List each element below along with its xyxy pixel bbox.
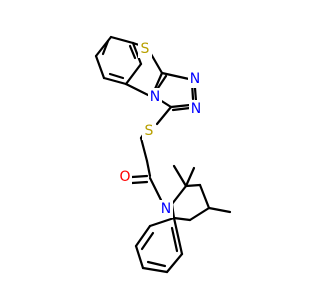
bond-line [193, 86, 198, 103]
bond-line [170, 226, 179, 253]
bond-line [172, 216, 192, 222]
atom-label-triazole-nitrogen-b: N [191, 101, 201, 117]
bond-lines [94, 35, 232, 274]
atom-label-triazole-nitrogen-a: N [190, 71, 200, 87]
atom-labels: S N N N S O N [118, 40, 203, 218]
bond-line [171, 106, 192, 112]
bond-line [184, 166, 196, 188]
bond-line [134, 244, 145, 270]
bond-line [156, 74, 168, 90]
atom-label-thiazole-sulfur: S [141, 41, 150, 57]
bond-line [139, 136, 149, 163]
atom-label-bridgehead-nitrogen: N [150, 89, 160, 105]
bond-line [148, 176, 163, 202]
bond-line [108, 72, 125, 80]
bond-line [94, 54, 106, 80]
bond-line [172, 164, 188, 188]
bond-line [148, 216, 176, 228]
bond-line [172, 216, 184, 256]
bond-line [130, 174, 149, 179]
bond-line [149, 52, 164, 75]
bond-line [160, 71, 191, 81]
atom-label-bg [189, 100, 203, 118]
bond-line [109, 35, 135, 45]
bond-line [165, 252, 184, 274]
atom-label-bg [148, 88, 162, 106]
bond-line [131, 41, 143, 66]
bond-line [124, 62, 143, 86]
atom-label-bg [138, 40, 152, 58]
bond-line [184, 183, 202, 188]
bond-line [188, 206, 211, 222]
bond-line [140, 231, 155, 251]
bond-line [134, 224, 152, 248]
atom-label-quinoline-nitrogen: N [161, 201, 171, 217]
bond-line [169, 103, 192, 109]
molecule-structure-drawing: S N N N S O N [94, 35, 232, 274]
bond-line [145, 159, 152, 178]
bond-line [141, 266, 169, 274]
atom-label-bg [159, 200, 173, 218]
bond-line [170, 184, 188, 206]
atom-label-bg [142, 122, 156, 140]
bond-line [146, 260, 167, 268]
bond-line [198, 183, 211, 210]
bond-line [102, 76, 128, 86]
bond-line [101, 39, 110, 56]
atom-label-carbonyl-oxygen: O [119, 169, 130, 185]
atom-label-thioether-sulfur: S [145, 123, 154, 139]
atom-label-bg [118, 168, 132, 186]
atom-label-bg [188, 70, 202, 88]
bond-line [155, 105, 173, 126]
bond-line [124, 82, 150, 97]
bond-line [207, 206, 232, 214]
bond-line [130, 180, 149, 185]
bond-line [128, 44, 137, 60]
bond-line [153, 71, 164, 91]
